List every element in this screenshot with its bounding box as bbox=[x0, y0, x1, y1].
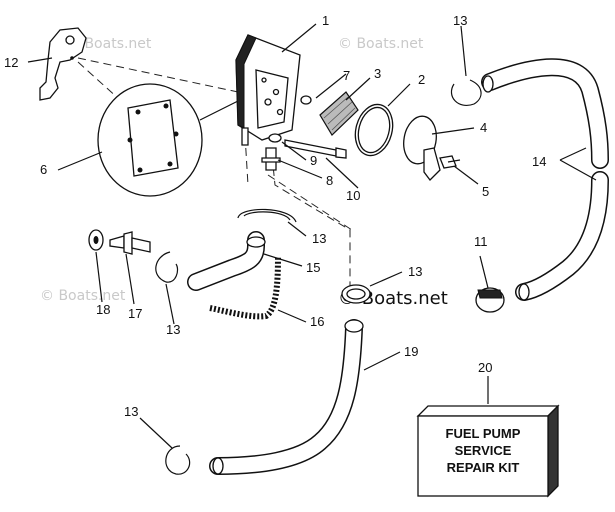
callout-3: 3 bbox=[374, 66, 381, 81]
callout-10: 10 bbox=[346, 188, 360, 203]
part-12-bracket bbox=[39, 27, 87, 101]
leader-lines bbox=[27, 23, 597, 449]
part-13-clamp-middle-right bbox=[341, 284, 371, 304]
part-13-clamp-top-right bbox=[450, 79, 482, 106]
callout-15: 15 bbox=[306, 260, 320, 275]
watermark-top-left: © Boats.net bbox=[66, 36, 152, 52]
callout-14: 14 bbox=[532, 154, 546, 169]
callout-1: 1 bbox=[322, 13, 329, 28]
callout-2: 2 bbox=[418, 72, 425, 87]
part-3-filter-screen bbox=[319, 91, 359, 136]
callout-13-left: 13 bbox=[166, 322, 180, 337]
callout-4: 4 bbox=[480, 120, 487, 135]
part-19-fuel-hose bbox=[209, 319, 364, 475]
kit-line-3: REPAIR KIT bbox=[447, 460, 520, 475]
part-17-hose-fitting bbox=[109, 231, 151, 255]
callout-12: 12 bbox=[4, 55, 18, 70]
part-7-o-ring bbox=[300, 95, 312, 105]
part-15-elbow-hose bbox=[187, 231, 266, 291]
part-20-repair-kit-box: FUEL PUMP SERVICE REPAIR KIT bbox=[416, 404, 560, 498]
part-4-filter-cover bbox=[403, 115, 441, 181]
part-1-fuel-pump bbox=[235, 34, 301, 146]
callout-8: 8 bbox=[326, 173, 333, 188]
part-11-hose-clamp bbox=[475, 287, 505, 313]
part-14-fuel-hose bbox=[481, 58, 609, 301]
watermark-top-right: © Boats.net bbox=[338, 36, 424, 52]
callout-13-middle-right: 13 bbox=[408, 264, 422, 279]
callout-6: 6 bbox=[40, 162, 47, 177]
part-13-clamp-left bbox=[155, 251, 179, 283]
part-13-clamp-upper-middle bbox=[237, 208, 297, 223]
part-16-spring bbox=[209, 255, 281, 320]
callout-20: 20 bbox=[478, 360, 492, 375]
callout-13-top-right: 13 bbox=[453, 13, 467, 28]
callout-5: 5 bbox=[482, 184, 489, 199]
part-2-gasket-ring bbox=[354, 103, 394, 157]
kit-line-1: FUEL PUMP bbox=[446, 426, 521, 441]
callout-9: 9 bbox=[310, 153, 317, 168]
watermark-mid-left: © Boats.net bbox=[40, 288, 126, 304]
part-6-gasket bbox=[97, 83, 241, 197]
callout-11: 11 bbox=[474, 234, 488, 249]
part-18-washer bbox=[88, 229, 104, 251]
callout-18: 18 bbox=[96, 302, 110, 317]
part-8-fitting bbox=[261, 147, 281, 171]
callout-19: 19 bbox=[404, 344, 418, 359]
callout-17: 17 bbox=[128, 306, 142, 321]
part-13-clamp-bottom-left bbox=[165, 445, 191, 475]
kit-line-2: SERVICE bbox=[455, 443, 512, 458]
callout-13-upper-middle: 13 bbox=[312, 231, 326, 246]
callout-13-bottom-left: 13 bbox=[124, 404, 138, 419]
part-5-screw bbox=[439, 155, 461, 169]
callout-7: 7 bbox=[343, 68, 350, 83]
part-9-washer bbox=[268, 133, 282, 143]
callout-16: 16 bbox=[310, 314, 324, 329]
